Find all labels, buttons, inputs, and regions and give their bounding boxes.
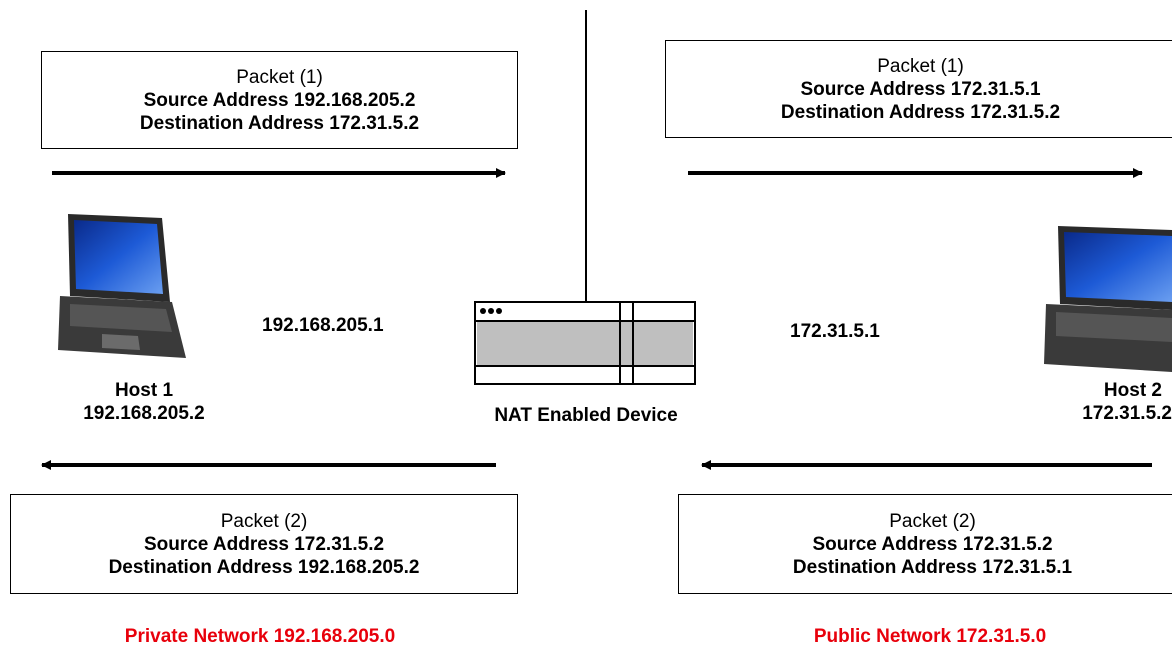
packet-title: Packet (2): [889, 510, 976, 532]
private-interface-ip: 192.168.205.1: [262, 315, 384, 336]
private-network-label: Private Network 192.168.205.0: [124, 626, 396, 647]
host-ip: 192.168.205.2: [83, 403, 205, 424]
packet-destination-address: Destination Address 192.168.205.2: [108, 556, 420, 578]
packet-box-public-inbound: Packet (2) Source Address 172.31.5.2 Des…: [678, 494, 1172, 594]
packet-source-address: Source Address 172.31.5.2: [143, 533, 385, 555]
packet-destination-address: Destination Address 172.31.5.1: [792, 556, 1073, 578]
packet-box-public-outbound: Packet (1) Source Address 172.31.5.1 Des…: [665, 40, 1172, 138]
packet-title: Packet (1): [236, 66, 323, 88]
packet-title: Packet (2): [220, 510, 308, 532]
packet-box-private-outbound: Packet (1) Source Address 192.168.205.2 …: [41, 51, 518, 149]
nat-device-label: NAT Enabled Device: [494, 405, 678, 426]
host-ip: 172.31.5.2: [1082, 403, 1172, 424]
packet-source-address: Source Address 172.31.5.2: [812, 533, 1053, 555]
packet-destination-address: Destination Address 172.31.5.2: [139, 112, 420, 134]
host-1-label: Host 1 192.168.205.2: [24, 379, 264, 425]
host-name: Host 1: [114, 380, 174, 401]
router-icon: [474, 301, 696, 385]
public-network-label: Public Network 172.31.5.0: [813, 626, 1047, 647]
laptop-icon: [1044, 226, 1172, 372]
packet-source-address: Source Address 172.31.5.1: [800, 78, 1041, 100]
packet-title: Packet (1): [877, 55, 964, 77]
packet-destination-address: Destination Address 172.31.5.2: [780, 101, 1061, 123]
host-2-label: Host 2 172.31.5.2: [1040, 379, 1172, 425]
host-name: Host 2: [1103, 380, 1162, 401]
packet-box-private-inbound: Packet (2) Source Address 172.31.5.2 Des…: [10, 494, 518, 594]
packet-source-address: Source Address 192.168.205.2: [143, 89, 416, 111]
public-interface-ip: 172.31.5.1: [790, 321, 880, 342]
laptop-icon: [58, 214, 186, 358]
